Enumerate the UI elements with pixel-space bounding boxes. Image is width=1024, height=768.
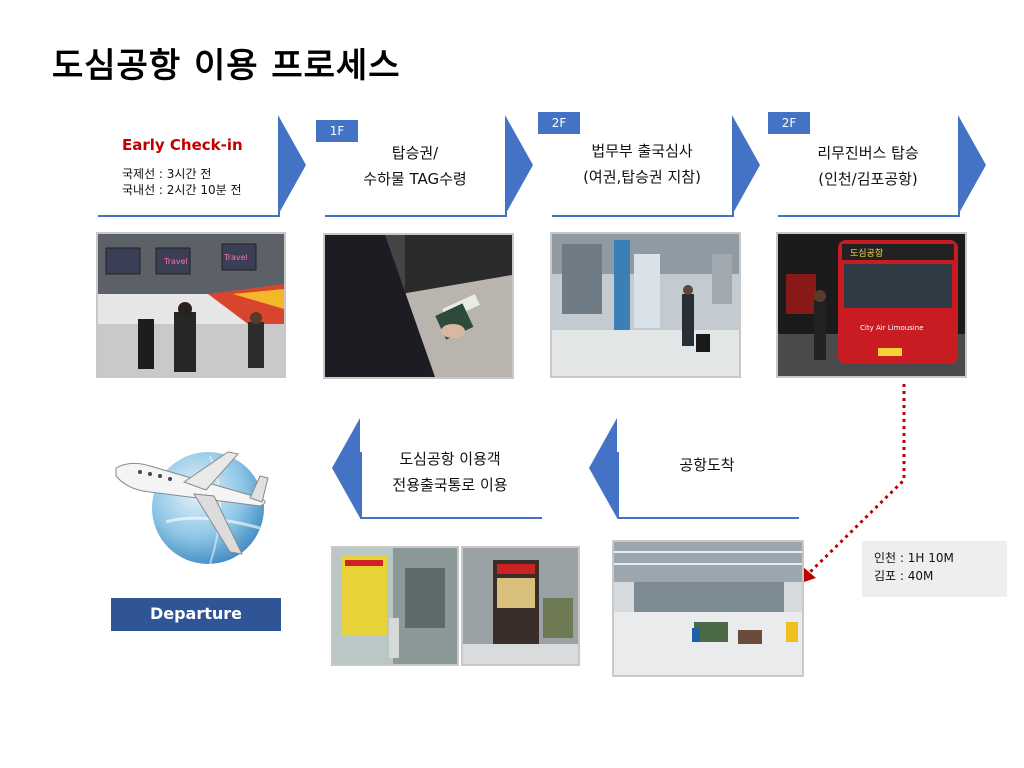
screen-text: Travel [163, 257, 188, 266]
boarding-pass-photo [323, 233, 514, 379]
travel-time-incheon: 인천 : 1H 10M [874, 551, 954, 565]
arrow-left-icon [332, 418, 360, 518]
airport-terminal-photo [612, 540, 804, 677]
step-limousine-line2: (인천/김포공항) [818, 170, 918, 188]
early-checkin-domestic: 국내선 : 2시간 10분 전 [122, 183, 242, 197]
step-boarding-pass-line2: 수하물 TAG수령 [363, 170, 467, 188]
floor-tag-2f: 2F [538, 112, 580, 134]
dedicated-passage-photo [331, 546, 459, 666]
passage-sign-photo [461, 546, 580, 666]
step-limousine-line1: 리무진버스 탑승 [817, 144, 919, 162]
limousine-bus-photo: 도심공항 City Air Limousine [776, 232, 967, 378]
floor-tag-2f: 2F [768, 112, 810, 134]
step-dedicated-passage-line1: 도심공항 이용객 [399, 450, 501, 468]
early-checkin-title: Early Check-in [122, 136, 243, 154]
arrow-left-icon [589, 418, 617, 518]
arrow-right-icon [505, 115, 533, 215]
bus-brand-text: City Air Limousine [860, 324, 924, 332]
arrow-right-icon [278, 115, 306, 215]
departure-label: Departure [111, 598, 281, 631]
screen-text: Travel [223, 253, 248, 262]
arrow-right-icon [958, 115, 986, 215]
page-title: 도심공항 이용 프로세스 [52, 46, 401, 86]
step-boarding-pass-line1: 탑승권/ [391, 144, 439, 162]
travel-time-box: 인천 : 1H 10M 김포 : 40M [862, 541, 1007, 597]
immigration-photo [550, 232, 741, 378]
step-dedicated-passage-line2: 전용출국통로 이용 [392, 476, 508, 494]
bus-sign-text: 도심공항 [850, 248, 883, 259]
floor-tag-1f: 1F [316, 120, 358, 142]
step-immigration-line2: (여권,탑승권 지참) [583, 168, 701, 186]
step-dedicated-passage-box [360, 452, 542, 519]
step-airport-arrival-box [617, 452, 799, 519]
travel-time-gimpo: 김포 : 40M [874, 569, 934, 583]
step-airport-arrival-label: 공항도착 [679, 456, 735, 474]
step-immigration-line1: 법무부 출국심사 [591, 142, 693, 160]
checkin-counter-photo: Travel Travel [96, 232, 286, 378]
early-checkin-international: 국제선 : 3시간 전 [122, 167, 212, 181]
arrow-right-icon [732, 115, 760, 215]
airplane-globe-icon [115, 451, 269, 565]
